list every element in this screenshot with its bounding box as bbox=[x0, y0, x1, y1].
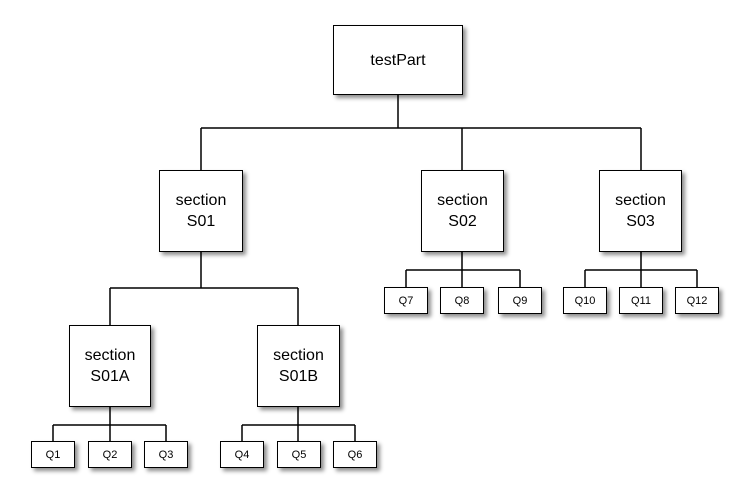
node-section-s03: section S03 bbox=[599, 170, 682, 252]
node-question-q1: Q1 bbox=[31, 441, 75, 468]
node-s03-line2: S03 bbox=[626, 213, 655, 230]
node-question-q2: Q2 bbox=[88, 441, 132, 468]
node-question-q3: Q3 bbox=[144, 441, 188, 468]
node-section-s02: section S02 bbox=[421, 170, 504, 252]
question-label: Q3 bbox=[158, 448, 174, 461]
node-testpart-label: testPart bbox=[370, 51, 426, 69]
node-question-q7: Q7 bbox=[384, 287, 428, 314]
node-section-s01a: section S01A bbox=[69, 325, 151, 407]
node-s01a-line2: S01A bbox=[90, 368, 130, 385]
question-label: Q12 bbox=[686, 294, 708, 307]
node-section-s01: section S01 bbox=[159, 170, 243, 252]
question-label: Q5 bbox=[291, 448, 307, 461]
node-s01b-line2: S01B bbox=[278, 368, 319, 385]
node-question-q12: Q12 bbox=[675, 287, 719, 314]
node-question-q11: Q11 bbox=[619, 287, 663, 314]
node-testpart: testPart bbox=[333, 25, 463, 95]
node-question-q9: Q9 bbox=[498, 287, 542, 314]
node-section-s01b: section S01B bbox=[257, 325, 340, 407]
question-label: Q2 bbox=[102, 448, 118, 461]
question-label: Q8 bbox=[454, 294, 470, 307]
question-label: Q4 bbox=[234, 448, 250, 461]
node-question-q4: Q4 bbox=[220, 441, 264, 468]
node-question-q10: Q10 bbox=[563, 287, 607, 314]
node-question-q6: Q6 bbox=[333, 441, 377, 468]
question-label: Q10 bbox=[574, 294, 596, 307]
node-question-q5: Q5 bbox=[277, 441, 321, 468]
node-s01-line1: section bbox=[175, 192, 227, 209]
question-label: Q11 bbox=[631, 294, 651, 307]
node-s01-line2: S01 bbox=[186, 213, 216, 230]
question-label: Q9 bbox=[512, 294, 528, 307]
node-s02-line1: section bbox=[437, 192, 488, 209]
question-label: Q7 bbox=[398, 294, 414, 307]
node-s02-line2: S02 bbox=[448, 213, 477, 230]
node-s01b-line1: section bbox=[273, 347, 324, 364]
node-question-q8: Q8 bbox=[440, 287, 484, 314]
node-s03-line1: section bbox=[615, 192, 666, 209]
node-s01a-line1: section bbox=[84, 347, 136, 364]
question-label: Q6 bbox=[347, 448, 363, 461]
question-label: Q1 bbox=[45, 448, 61, 461]
